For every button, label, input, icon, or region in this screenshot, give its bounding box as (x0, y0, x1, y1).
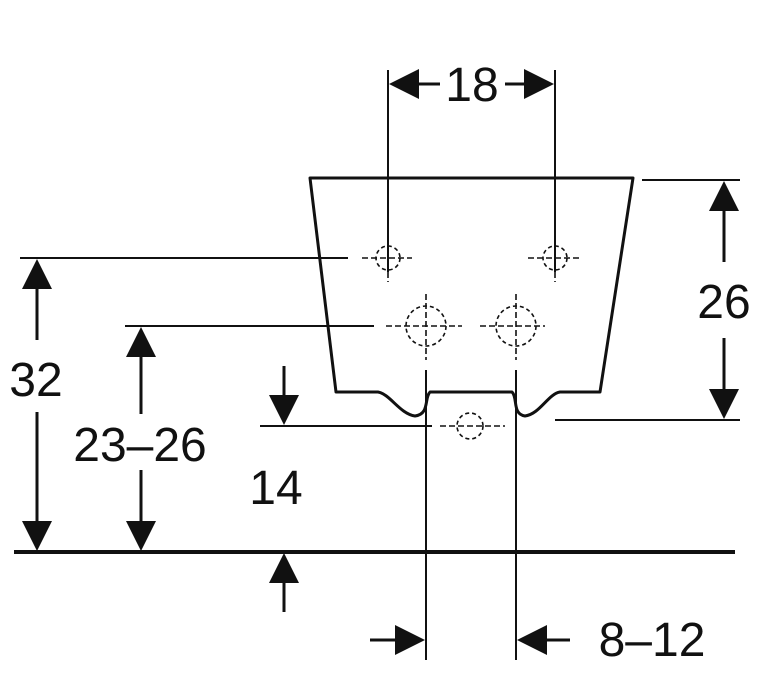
mount-hole-upper-right (528, 236, 582, 282)
label-14: 14 (249, 462, 302, 515)
fixture-outline (308, 176, 635, 418)
mount-hole-upper-left (362, 236, 412, 282)
label-18: 18 (445, 59, 498, 112)
supply-hole-left (386, 294, 462, 360)
label-32: 32 (9, 354, 62, 407)
label-8-12: 8–12 (599, 614, 706, 667)
label-23-26: 23–26 (73, 419, 206, 472)
drain-hole (440, 412, 505, 440)
supply-hole-right (480, 294, 545, 360)
label-26: 26 (697, 276, 750, 329)
